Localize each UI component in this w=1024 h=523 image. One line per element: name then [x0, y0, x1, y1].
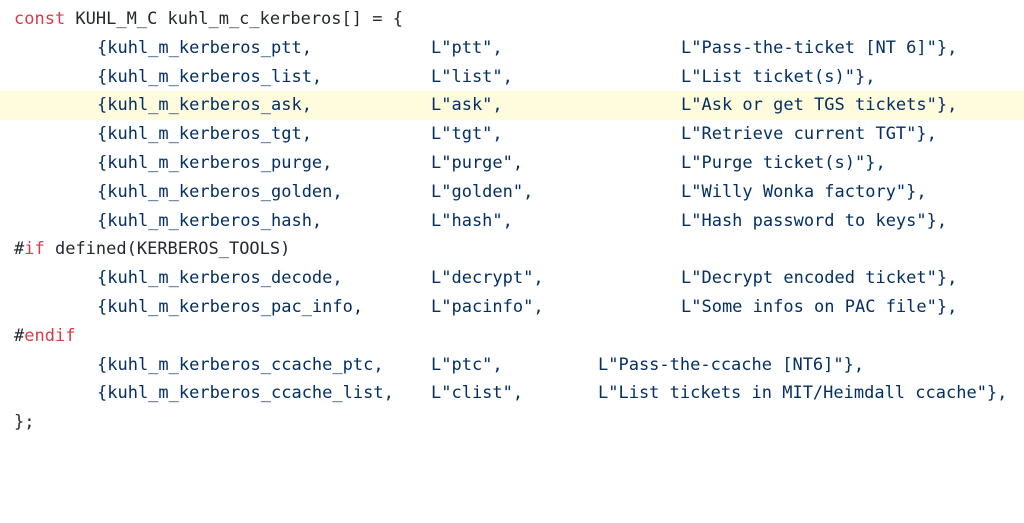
entry-command: L"decrypt",	[431, 268, 544, 289]
entry-function: {kuhl_m_kerberos_ptt,	[97, 37, 312, 58]
endif-keyword: endif	[24, 325, 76, 346]
entry-function: {kuhl_m_kerberos_list,	[97, 66, 323, 87]
entry-description: L"Pass-the-ccache [NT6]"},	[598, 354, 865, 375]
code-line-entry-ask-highlighted: {kuhl_m_kerberos_ask, L"ask", L"Ask or g…	[0, 91, 1024, 121]
entry-description: L"Decrypt encoded ticket"},	[681, 268, 958, 289]
entry-function: {kuhl_m_kerberos_tgt,	[97, 124, 312, 145]
entry-description: L"Ask or get TGS tickets"},	[681, 95, 958, 116]
code-line-entry-hash: {kuhl_m_kerberos_hash, L"hash", L"Hash p…	[0, 207, 1024, 236]
entry-description: L"Willy Wonka factory"},	[681, 181, 927, 202]
if-keyword: if	[24, 239, 45, 260]
entry-description: L"List ticket(s)"},	[681, 66, 876, 87]
entry-command: L"golden",	[431, 181, 534, 202]
code-line-closing: };	[0, 408, 1024, 437]
entry-command: L"ptc",	[431, 354, 503, 375]
code-line-entry-ccache-list: {kuhl_m_kerberos_ccache_list, L"clist", …	[0, 379, 1024, 408]
array-declaration: KUHL_M_C kuhl_m_c_kerberos[] = {	[65, 9, 403, 29]
entry-function: {kuhl_m_kerberos_ccache_ptc,	[97, 354, 384, 375]
code-line-entry-golden: {kuhl_m_kerberos_golden, L"golden", L"Wi…	[0, 178, 1024, 207]
code-line-preprocessor-endif: #endif	[0, 322, 1024, 351]
entry-command: L"tgt",	[431, 124, 503, 145]
entry-description: L"Pass-the-ticket [NT 6]"},	[681, 37, 958, 58]
entry-function: {kuhl_m_kerberos_golden,	[97, 181, 343, 202]
entry-command: L"ptt",	[431, 37, 503, 58]
code-line-entry-ptt: {kuhl_m_kerberos_ptt, L"ptt", L"Pass-the…	[0, 34, 1024, 63]
code-view: const KUHL_M_C kuhl_m_c_kerberos[] = { {…	[0, 5, 1024, 437]
code-line-entry-decode: {kuhl_m_kerberos_decode, L"decrypt", L"D…	[0, 264, 1024, 293]
entry-description: L"Hash password to keys"},	[681, 210, 948, 231]
entry-description: L"Purge ticket(s)"},	[681, 152, 886, 173]
entry-function: {kuhl_m_kerberos_decode,	[97, 268, 343, 289]
preprocessor-hash: #	[14, 239, 25, 260]
code-line-entry-purge: {kuhl_m_kerberos_purge, L"purge", L"Purg…	[0, 149, 1024, 178]
entry-description: L"List tickets in MIT/Heimdall ccache"},	[598, 383, 1008, 404]
preprocessor-hash: #	[14, 325, 25, 346]
entry-command: L"list",	[431, 66, 513, 87]
entry-function: {kuhl_m_kerberos_hash,	[97, 210, 323, 231]
entry-command: L"hash",	[431, 210, 513, 231]
entry-command: L"ask",	[431, 95, 503, 116]
closing-brace: };	[14, 412, 35, 433]
entry-function: {kuhl_m_kerberos_pac_info,	[97, 296, 364, 317]
entry-command: L"purge",	[431, 152, 524, 173]
code-line-entry-pac-info: {kuhl_m_kerberos_pac_info, L"pacinfo", L…	[0, 293, 1024, 322]
entry-description: L"Retrieve current TGT"},	[681, 124, 937, 145]
entry-function: {kuhl_m_kerberos_ccache_list,	[97, 383, 394, 404]
entry-command: L"clist",	[431, 383, 524, 404]
entry-command: L"pacinfo",	[431, 296, 544, 317]
code-line-entry-list: {kuhl_m_kerberos_list, L"list", L"List t…	[0, 63, 1024, 92]
code-line-entry-tgt: {kuhl_m_kerberos_tgt, L"tgt", L"Retrieve…	[0, 120, 1024, 149]
code-line-declaration: const KUHL_M_C kuhl_m_c_kerberos[] = {	[0, 5, 1024, 34]
entry-function: {kuhl_m_kerberos_ask,	[97, 95, 312, 116]
if-condition: defined(KERBEROS_TOOLS)	[44, 239, 291, 260]
code-line-entry-ccache-ptc: {kuhl_m_kerberos_ccache_ptc, L"ptc", L"P…	[0, 351, 1024, 380]
entry-description: L"Some infos on PAC file"},	[681, 296, 958, 317]
code-line-preprocessor-if: #if defined(KERBEROS_TOOLS)	[0, 235, 1024, 264]
entry-function: {kuhl_m_kerberos_purge,	[97, 152, 333, 173]
const-keyword: const	[14, 9, 66, 29]
